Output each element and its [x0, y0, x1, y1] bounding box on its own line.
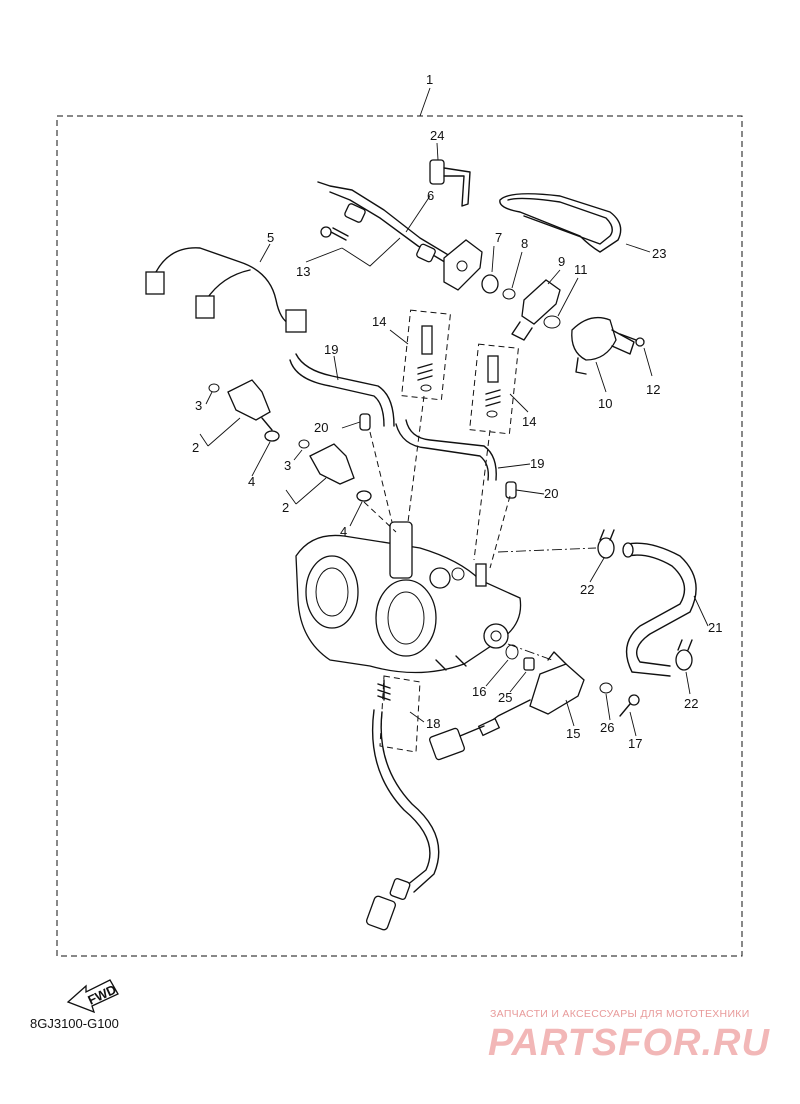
- callout-8: 8: [521, 236, 528, 251]
- callout-4a: 4: [248, 474, 255, 489]
- part-19-hose-b: [395, 419, 497, 481]
- part-12-bolt: [619, 333, 645, 347]
- callout-1: 1: [426, 72, 433, 87]
- callout-4b: 4: [340, 524, 347, 539]
- callout-22b: 22: [684, 696, 698, 711]
- callout-7: 7: [495, 230, 502, 245]
- callout-14a: 14: [372, 314, 386, 329]
- part-4-seal-upper: [264, 430, 280, 442]
- callout-22a: 22: [580, 582, 594, 597]
- part-7-collar: [481, 274, 499, 294]
- callout-26: 26: [600, 720, 614, 735]
- callout-18: 18: [426, 716, 440, 731]
- part-14-repair-kit-a: [401, 309, 451, 401]
- part-8-o-ring: [502, 288, 516, 300]
- callout-21: 21: [708, 620, 722, 635]
- callout-2a: 2: [192, 440, 199, 455]
- throttle-body: [295, 521, 522, 674]
- part-23-hose: [499, 193, 622, 253]
- callout-3b: 3: [284, 458, 291, 473]
- fwd-arrow-icon: FWD: [66, 979, 119, 1014]
- watermark-brand: PARTSFOR.RU: [488, 1022, 770, 1064]
- part-3-o-ring-upper: [208, 383, 220, 393]
- part-24-bracket: [429, 159, 471, 207]
- callout-24: 24: [430, 128, 444, 143]
- diagram-code: 8GJ3100-G100: [30, 1016, 119, 1031]
- callout-12: 12: [646, 382, 660, 397]
- part-6-fuel-rail: [317, 181, 483, 291]
- callout-17: 17: [628, 736, 642, 751]
- part-9-flange: [511, 279, 561, 341]
- part-14-repair-kit-b: [469, 343, 519, 435]
- assembly-boundary: [56, 115, 743, 957]
- part-25-collar: [523, 657, 535, 671]
- callout-14b: 14: [522, 414, 536, 429]
- part-17-screw: [619, 694, 640, 717]
- part-22-clamp-lower: [675, 639, 693, 671]
- watermark-tagline: ЗАПЧАСТИ И АКСЕССУАРЫ ДЛЯ МОТОТЕХНИКИ: [490, 1008, 750, 1020]
- part-10-pressure-regulator: [571, 316, 635, 375]
- part-2-injector-upper: [227, 379, 273, 431]
- part-20-cap-b: [505, 481, 517, 499]
- callout-16: 16: [472, 684, 486, 699]
- part-2-injector-lower: [309, 443, 355, 485]
- part-5-wire-harness: [145, 247, 307, 333]
- callout-20a: 20: [314, 420, 328, 435]
- callout-13: 13: [296, 264, 310, 279]
- leader-1: [419, 87, 431, 117]
- part-26-washer: [599, 682, 613, 694]
- part-13-bolt: [320, 226, 349, 241]
- callout-19a: 19: [324, 342, 338, 357]
- part-11-o-ring: [543, 315, 561, 329]
- part-22-clamp-upper: [597, 529, 615, 559]
- callout-19b: 19: [530, 456, 544, 471]
- part-4-seal-lower: [356, 490, 372, 502]
- part-16-o-ring: [505, 644, 519, 660]
- callout-15: 15: [566, 726, 580, 741]
- part-20-cap-a: [359, 413, 371, 431]
- part-15-sensor: [428, 651, 585, 761]
- callout-10: 10: [598, 396, 612, 411]
- part-19-hose-a: [289, 353, 395, 427]
- callout-25: 25: [498, 690, 512, 705]
- callout-23: 23: [652, 246, 666, 261]
- callout-9: 9: [558, 254, 565, 269]
- callout-6: 6: [427, 188, 434, 203]
- callout-11: 11: [574, 262, 588, 277]
- part-3-o-ring-lower: [298, 439, 310, 449]
- fwd-label: FWD: [85, 982, 118, 1008]
- callout-20b: 20: [544, 486, 558, 501]
- part-21-hose: [622, 542, 697, 677]
- callout-3a: 3: [195, 398, 202, 413]
- part-18-sensor-lead: [366, 675, 440, 931]
- callout-5: 5: [267, 230, 274, 245]
- callout-2b: 2: [282, 500, 289, 515]
